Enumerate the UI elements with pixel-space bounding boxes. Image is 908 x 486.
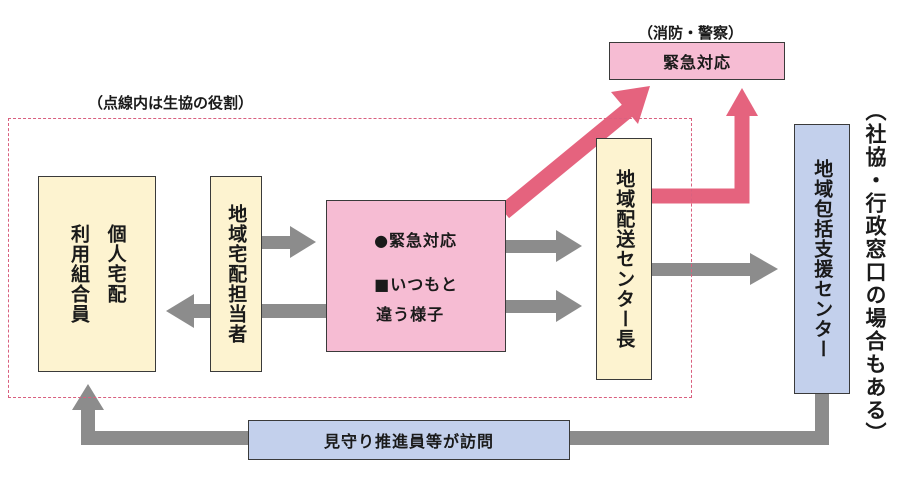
visit-box: 見守り推進員等が訪問	[248, 420, 570, 460]
center-to-emergency-arrowhead	[611, 86, 650, 124]
center-to-manager-arrow-top	[506, 240, 558, 253]
situation-unusual-text-1: ■いつもと	[374, 275, 458, 294]
center-to-member-arrowhead	[166, 294, 194, 328]
center-manager-box: 地域配送センター長	[596, 138, 652, 380]
member-text-col2: 利用組合員	[68, 224, 90, 324]
center-to-manager-arrowhead-bottom	[556, 290, 582, 322]
member-box: 個人宅配 利用組合員	[38, 176, 156, 372]
support-center-box: 地域包括支援センター	[794, 124, 850, 394]
staff-to-center-arrow	[262, 236, 292, 249]
emergency-response-text: 緊急対応	[662, 53, 731, 72]
delivery-staff-box: 地域宅配担当者	[210, 176, 262, 372]
situation-emergency-text: ●緊急対応	[374, 231, 458, 250]
visit-text: 見守り推進員等が訪問	[323, 432, 494, 451]
dashed-area-label: （点線内は生協の役割）	[88, 94, 254, 112]
member-text-col1: 個人宅配	[104, 224, 127, 304]
delivery-staff-text: 地域宅配担当者	[225, 204, 248, 344]
side-note-label: （社協・行政窓口の場合もある）	[863, 100, 887, 445]
situation-box: ●緊急対応 ■いつもと 違う様子	[326, 200, 506, 352]
staff-to-center-arrowhead	[290, 226, 316, 258]
coop-role-area	[8, 118, 692, 398]
situation-unusual-text-2: 違う様子	[376, 305, 445, 324]
manager-to-emergency-arrowhead	[726, 88, 758, 116]
manager-to-support-arrow	[652, 263, 752, 276]
center-to-emergency-arrow	[498, 103, 634, 219]
center-to-manager-arrow-bottom	[506, 300, 558, 313]
center-manager-text: 地域配送センター長	[613, 169, 636, 349]
center-to-manager-arrowhead-top	[556, 230, 582, 262]
support-center-text: 地域包括支援センター	[811, 159, 834, 359]
manager-to-emergency-arrow	[652, 114, 750, 204]
police-fire-label: （消防・警察）	[638, 24, 744, 42]
manager-to-support-arrowhead	[750, 253, 778, 285]
emergency-response-box: 緊急対応	[609, 42, 785, 80]
